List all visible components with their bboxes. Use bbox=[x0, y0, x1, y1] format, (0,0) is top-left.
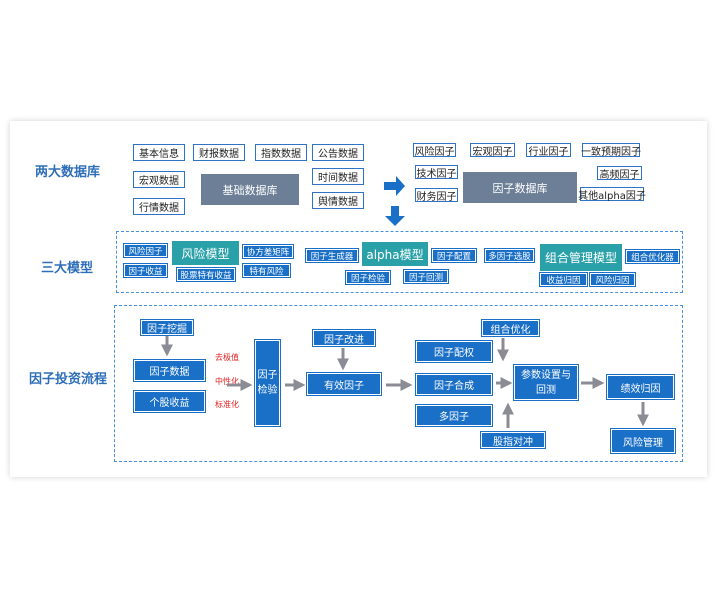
factor-testing: 因子 检验 bbox=[255, 340, 280, 426]
alpha-model-title: alpha模型 bbox=[362, 242, 428, 266]
factor-group-financial: 财务因子 bbox=[415, 188, 458, 203]
param-setting-line-1: 参数设置与 bbox=[521, 369, 571, 381]
factor-testing-line-2: 检验 bbox=[257, 385, 278, 396]
valid-factor: 有效因子 bbox=[307, 373, 381, 395]
treatment-standardize: 标准化 bbox=[215, 400, 239, 409]
risk-model-specific-risk: 特有风险 bbox=[243, 264, 290, 277]
section-process: 因子投资流程 bbox=[29, 372, 108, 387]
param-setting-backtest: 参数设置与 回测 bbox=[514, 365, 578, 400]
factor-mining: 因子挖掘 bbox=[141, 320, 193, 335]
source-time-data: 时间数据 bbox=[312, 168, 364, 185]
portfolio-optimization: 组合优化 bbox=[482, 320, 539, 336]
multi-factor: 多因子 bbox=[416, 405, 492, 426]
factor-group-risk: 风险因子 bbox=[413, 143, 456, 158]
source-sentiment-data: 舆情数据 bbox=[312, 192, 364, 209]
factor-database: 因子数据库 bbox=[463, 172, 577, 203]
alpha-model-backtest: 因子回测 bbox=[404, 270, 448, 283]
factor-group-other-alpha: 其他alpha因子 bbox=[578, 187, 646, 202]
alpha-model-generator: 因子生成器 bbox=[306, 249, 358, 262]
section-models: 三大模型 bbox=[41, 261, 94, 276]
section-databases: 两大数据库 bbox=[35, 165, 101, 180]
risk-management: 风险管理 bbox=[611, 429, 675, 453]
base-database: 基础数据库 bbox=[201, 174, 299, 205]
param-setting-line-2: 回测 bbox=[536, 384, 556, 396]
factor-group-technical: 技术因子 bbox=[415, 165, 458, 180]
factor-improvement: 因子改进 bbox=[313, 330, 375, 346]
factor-weighting: 因子配权 bbox=[416, 341, 492, 362]
risk-model-factor-return: 因子收益 bbox=[124, 264, 167, 277]
portfolio-model-title: 组合管理模型 bbox=[540, 244, 622, 271]
source-index-data: 指数数据 bbox=[255, 144, 307, 161]
index-hedge: 股指对冲 bbox=[481, 432, 545, 448]
factor-group-industry: 行业因子 bbox=[526, 143, 571, 158]
treatment-winsorize: 去极值 bbox=[215, 353, 239, 362]
source-market-data: 行情数据 bbox=[133, 198, 185, 215]
factor-testing-line-1: 因子 bbox=[257, 370, 278, 381]
arrow-right-blue bbox=[384, 176, 405, 196]
treatment-neutralize: 中性化 bbox=[215, 377, 239, 386]
risk-model-specific-return: 股票特有收益 bbox=[177, 268, 235, 281]
factor-group-consensus: 一致预期因子 bbox=[581, 143, 641, 158]
portfolio-model-risk-attribution: 风险归因 bbox=[590, 273, 635, 286]
factor-group-macro: 宏观因子 bbox=[470, 143, 515, 158]
portfolio-model-stock-selection: 多因子选股 bbox=[485, 249, 534, 262]
stock-return: 个股收益 bbox=[134, 391, 205, 412]
factor-group-high-frequency: 高频因子 bbox=[597, 166, 642, 181]
source-financial-reports: 财报数据 bbox=[193, 144, 245, 161]
risk-model-covariance: 协方差矩阵 bbox=[243, 245, 293, 258]
alpha-model-config: 因子配置 bbox=[432, 249, 476, 262]
factor-combination: 因子合成 bbox=[416, 374, 492, 395]
process-frame bbox=[114, 305, 683, 462]
factor-data: 因子数据 bbox=[134, 360, 205, 381]
source-basic-info: 基本信息 bbox=[133, 144, 185, 161]
alpha-model-test: 因子检验 bbox=[346, 271, 390, 284]
performance-attribution: 绩效归因 bbox=[607, 375, 674, 399]
source-announcement-data: 公告数据 bbox=[312, 144, 364, 161]
arrow-down-blue bbox=[385, 206, 405, 226]
risk-model-title: 风险模型 bbox=[172, 241, 239, 265]
portfolio-model-return-attribution: 收益归因 bbox=[540, 273, 587, 286]
source-macro-data: 宏观数据 bbox=[133, 171, 185, 188]
portfolio-model-optimizer: 组合优化器 bbox=[626, 250, 679, 263]
models-frame bbox=[116, 231, 683, 293]
risk-model-risk-factor: 风险因子 bbox=[124, 244, 167, 257]
